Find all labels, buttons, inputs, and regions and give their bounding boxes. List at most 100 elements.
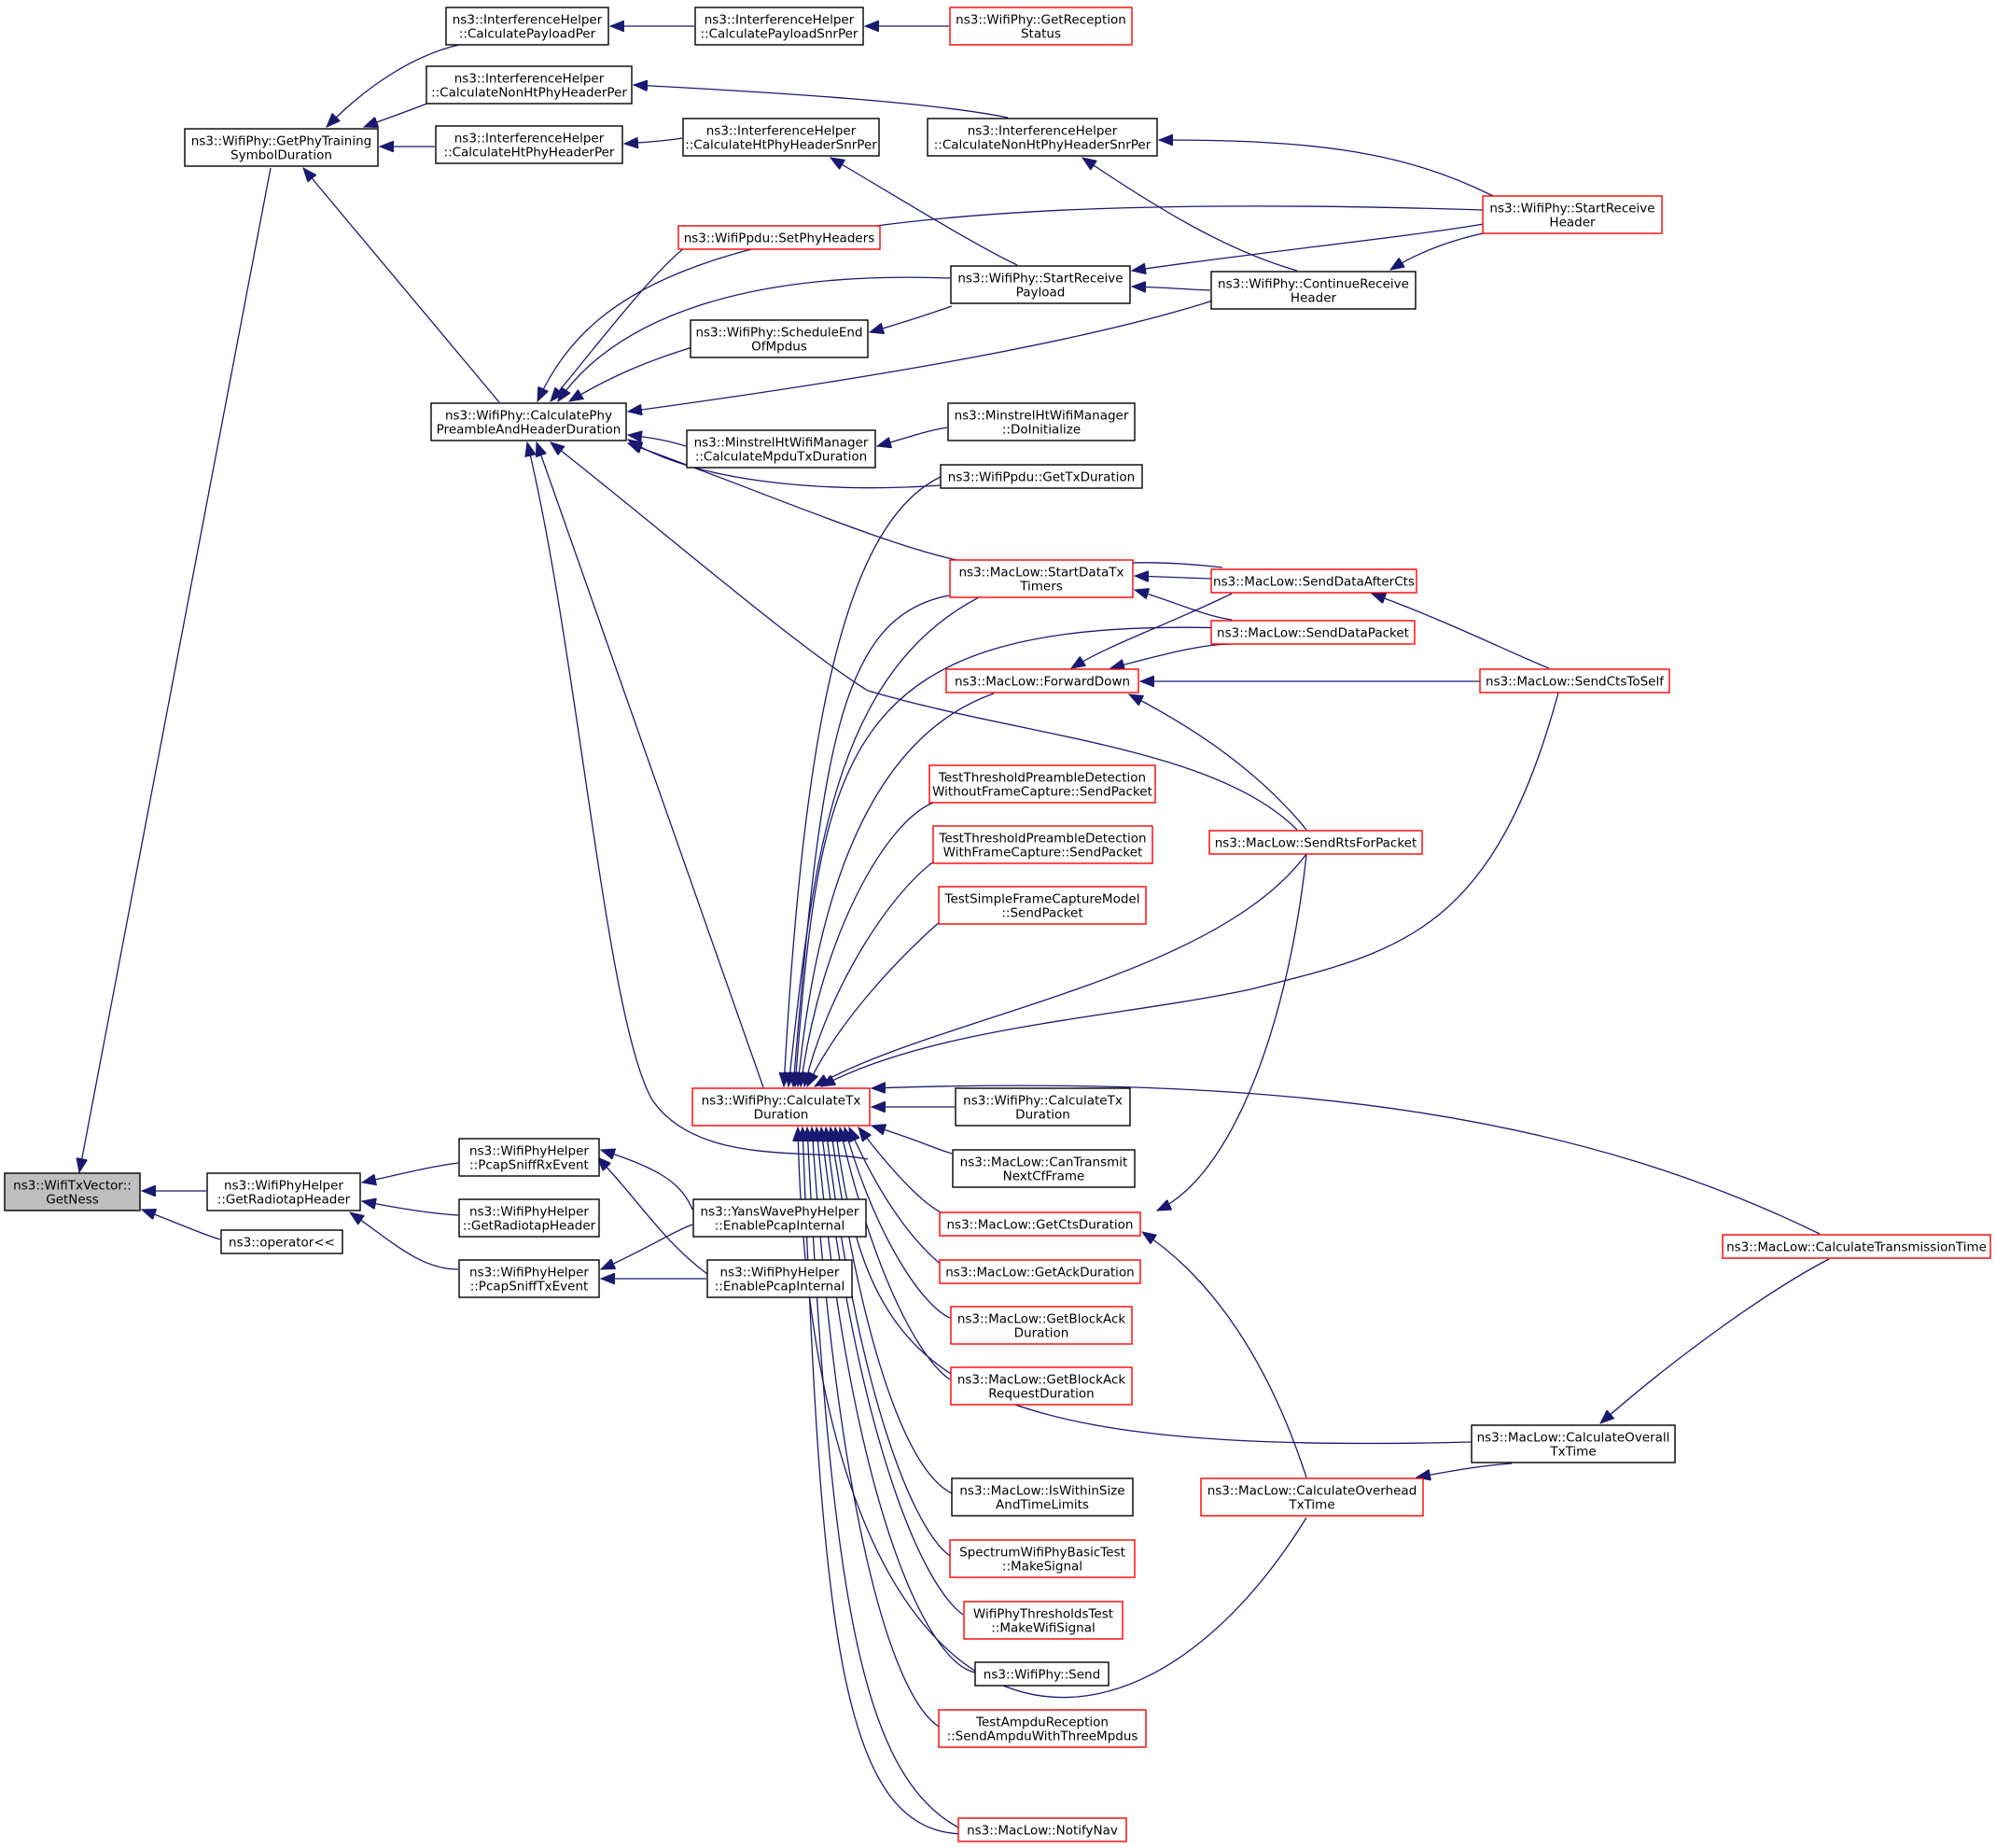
call-edge-calcoverhead <box>1417 1463 1513 1477</box>
node-label: ::CalculateNonHtPhyHeaderPer <box>431 86 627 101</box>
node-label: ::MakeWifiSignal <box>991 1621 1095 1636</box>
node-label: ns3::WifiPhy::CalculateTx <box>702 1094 861 1109</box>
node-yanspcap[interactable]: ns3::YansWavePhyHelper::EnablePcapIntern… <box>692 1198 867 1238</box>
call-edge-ih_htper <box>624 138 683 144</box>
node-box <box>974 1661 1110 1687</box>
node-senddatapacket[interactable]: ns3::MacLow::SendDataPacket <box>1210 620 1416 645</box>
node-pcapsnifftx[interactable]: ns3::WifiPhyHelper::PcapSniffTxEvent <box>458 1259 600 1298</box>
node-label: ns3::MacLow::NotifyNav <box>967 1824 1118 1839</box>
node-getcts[interactable]: ns3::MacLow::GetCtsDuration <box>939 1211 1141 1237</box>
node-ih_nonhtsnrper[interactable]: ns3::InterferenceHelper::CalculateNonHtP… <box>927 118 1158 157</box>
node-getack[interactable]: ns3::MacLow::GetAckDuration <box>939 1259 1141 1284</box>
node-box <box>949 1539 1136 1578</box>
node-box <box>957 1817 1127 1842</box>
node-ih_htper[interactable]: ns3::InterferenceHelper::CalculateHtPhyH… <box>435 125 623 164</box>
call-edge-calctx <box>835 1127 1473 1445</box>
node-box <box>950 1306 1133 1345</box>
node-label: ns3::InterferenceHelper <box>705 13 855 28</box>
node-sendctstoself[interactable]: ns3::MacLow::SendCtsToSelf <box>1479 668 1670 693</box>
node-ih_payloadper[interactable]: ns3::InterferenceHelper::CalculatePayloa… <box>445 7 609 46</box>
call-edge-startreceivepayload <box>1132 223 1485 271</box>
node-getradiotap2[interactable]: ns3::WifiPhyHelper::GetRadiotapHeader <box>458 1198 600 1238</box>
node-box <box>426 65 633 105</box>
node-setphyheaders[interactable]: ns3::WifiPpdu::SetPhyHeaders <box>677 225 881 250</box>
node-label: PreambleAndHeaderDuration <box>437 423 621 438</box>
node-label: ns3::MacLow::GetBlockAck <box>957 1312 1126 1327</box>
node-ih_payloadsnrper[interactable]: ns3::InterferenceHelper::CalculatePayloa… <box>694 7 864 46</box>
node-label: ns3::MacLow::CalculateOverhead <box>1207 1484 1417 1499</box>
node-label: ::CalculateHtPhyHeaderPer <box>444 146 615 161</box>
node-getness[interactable]: ns3::WifiTxVector::GetNess <box>4 1172 141 1211</box>
node-box <box>932 825 1153 864</box>
node-senddataaftercts[interactable]: ns3::MacLow::SendDataAfterCts <box>1210 568 1417 594</box>
node-getradiotap[interactable]: ns3::WifiPhyHelper::GetRadiotapHeader <box>206 1172 361 1211</box>
call-edge-calctx <box>803 1127 962 1835</box>
node-label: ns3::MacLow::SendDataAfterCts <box>1213 575 1415 590</box>
node-thresholdstest[interactable]: WifiPhyThresholdsTest::MakeWifiSignal <box>963 1601 1124 1640</box>
node-ttpd_with[interactable]: TestThresholdPreambleDetectionWithFrameC… <box>932 825 1153 864</box>
node-ppdu_gettx[interactable]: ns3::WifiPpdu::GetTxDuration <box>940 464 1143 489</box>
node-sendrts[interactable]: ns3::MacLow::SendRtsForPacket <box>1208 830 1423 855</box>
node-ttpd_without[interactable]: TestThresholdPreambleDetectionWithoutFra… <box>928 764 1156 804</box>
node-label: ns3::WifiPhy::GetReception <box>956 13 1126 28</box>
node-label: TestThresholdPreambleDetection <box>938 832 1146 847</box>
node-minstrel_calc[interactable]: ns3::MinstrelHtWifiManager::CalculateMpd… <box>686 429 876 469</box>
node-spectrumtest[interactable]: SpectrumWifiPhyBasicTest::MakeSignal <box>949 1539 1136 1578</box>
node-label: ns3::MacLow::SendRtsForPacket <box>1215 836 1417 851</box>
node-notifynav[interactable]: ns3::MacLow::NotifyNav <box>957 1817 1127 1842</box>
node-wifiphysend[interactable]: ns3::WifiPhy::Send <box>974 1661 1110 1687</box>
node-wifipcap[interactable]: ns3::WifiPhyHelper::EnablePcapInternal <box>706 1259 853 1298</box>
call-edge-calctx <box>826 1127 951 1557</box>
node-label: ns3::WifiPhyHelper <box>224 1179 343 1194</box>
node-operator[interactable]: ns3::operator<< <box>220 1229 343 1254</box>
node-label: ns3::WifiPhy::StartReceive <box>957 272 1123 287</box>
node-box <box>1200 1477 1424 1517</box>
call-edge-calcpreamble <box>628 435 687 447</box>
call-edge-getcts <box>1142 1232 1307 1478</box>
call-edge-gettraining <box>303 168 500 403</box>
call-edge-minstrel_calc <box>877 427 948 446</box>
node-ih_nonhtper[interactable]: ns3::InterferenceHelper::CalculateNonHtP… <box>426 65 633 105</box>
node-label: TestSimpleFrameCaptureModel <box>944 892 1140 907</box>
call-edge-forwarddown <box>1071 593 1233 668</box>
node-box <box>955 1087 1131 1127</box>
node-label: OfMpdus <box>751 340 807 355</box>
node-tsfcm[interactable]: TestSimpleFrameCaptureModel::SendPacket <box>938 886 1147 925</box>
node-label: ::MakeSignal <box>1002 1560 1082 1575</box>
node-testampdu[interactable]: TestAmpduReception::SendAmpduWithThreeMp… <box>938 1709 1147 1748</box>
node-label: ::CalculateHtPhyHeaderSnrPer <box>685 138 877 153</box>
node-minstrel_init[interactable]: ns3::MinstrelHtWifiManager::DoInitialize <box>947 402 1136 441</box>
node-calctranstime[interactable]: ns3::MacLow::CalculateTransmissionTime <box>1722 1234 1991 1259</box>
node-label: ns3::InterferenceHelper <box>453 13 603 28</box>
node-label: ::PcapSniffTxEvent <box>470 1280 589 1295</box>
node-label: ns3::MacLow::GetBlockAck <box>957 1373 1126 1388</box>
node-label: ::DoInitialize <box>1002 423 1081 438</box>
call-edge-pcapsniffrx <box>597 1157 708 1275</box>
node-gettraining[interactable]: ns3::WifiPhy::GetPhyTrainingSymbolDurati… <box>184 128 379 167</box>
node-calcpreamble[interactable]: ns3::WifiPhy::CalculatePhyPreambleAndHea… <box>430 402 627 441</box>
call-edge-calctx <box>801 802 934 1086</box>
node-forwarddown[interactable]: ns3::MacLow::ForwardDown <box>945 668 1139 693</box>
node-ih_htsnrper[interactable]: ns3::InterferenceHelper::CalculateHtPhyH… <box>682 118 880 157</box>
call-edge-calctx <box>872 1085 1821 1235</box>
node-pcapsniffrx[interactable]: ns3::WifiPhyHelper::PcapSniffRxEvent <box>458 1138 600 1177</box>
node-label: ns3::MacLow::StartDataTx <box>958 566 1124 581</box>
node-label: Duration <box>754 1108 809 1123</box>
node-label: Timers <box>1019 580 1063 595</box>
call-edge-calcpreamble <box>628 300 1214 412</box>
call-edge-calcpreamble <box>569 346 693 401</box>
